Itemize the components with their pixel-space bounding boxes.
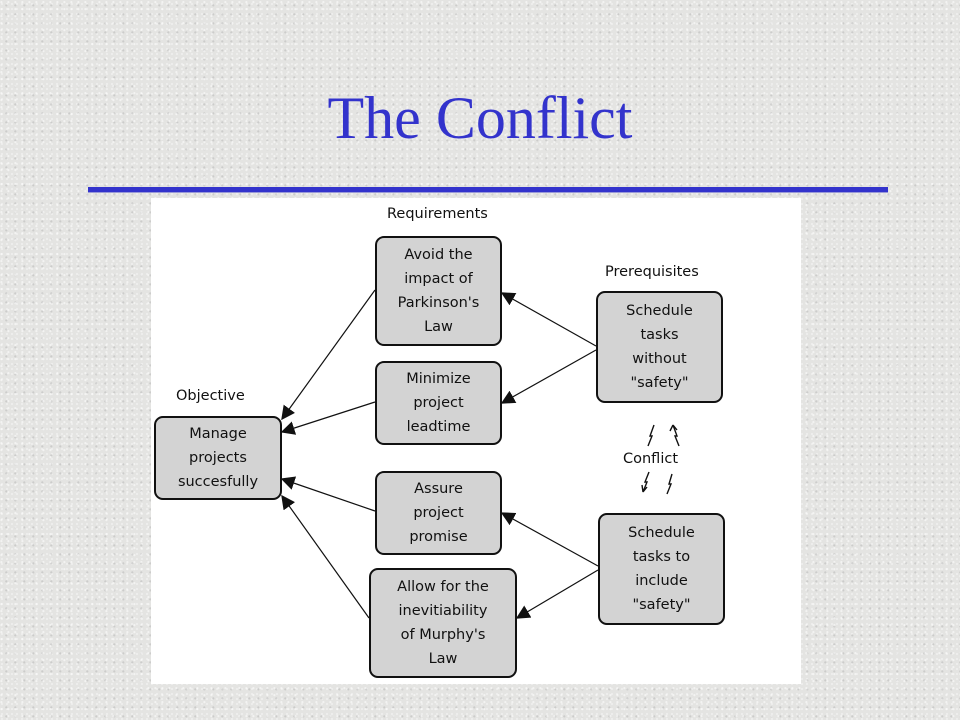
arrow-include-safety-to-murphy	[515, 569, 599, 619]
objective-label: Objective	[176, 388, 245, 404]
conflict-diagram: Requirements Prerequisites Objective Con…	[151, 198, 801, 684]
arrow-leadtime-to-objective	[280, 401, 376, 435]
arrow-promise-to-objective	[280, 476, 376, 512]
conflict-zigzag-top-right	[669, 424, 680, 447]
arrow-without-safety-to-parkinson	[500, 292, 597, 347]
objective-box: Manage projects succesfully	[154, 416, 282, 500]
diagram-arrows	[280, 289, 680, 619]
conflict-zigzags	[641, 424, 680, 495]
slide-title: The Conflict	[327, 85, 633, 151]
conflict-zigzag-bottom-right	[666, 473, 673, 495]
arrow-parkinson-to-objective	[281, 289, 376, 421]
prerequisite-include-safety-box: Schedule tasks to include "safety"	[598, 513, 725, 625]
arrow-include-safety-to-promise	[500, 512, 599, 567]
conflict-label: Conflict	[623, 451, 679, 467]
requirement-leadtime-box: Minimize project leadtime	[375, 361, 502, 445]
arrow-murphy-to-objective	[281, 494, 370, 619]
title-underline	[88, 187, 888, 193]
prerequisites-label: Prerequisites	[605, 264, 699, 280]
arrow-without-safety-to-leadtime	[500, 349, 597, 404]
conflict-zigzag-bottom-left	[641, 471, 650, 493]
requirement-murphy-box: Allow for the inevitiability of Murphy's…	[369, 568, 517, 678]
requirement-promise-box: Assure project promise	[375, 471, 502, 555]
requirement-parkinson-box: Avoid the impact of Parkinson's Law	[375, 236, 502, 346]
requirements-label: Requirements	[387, 206, 488, 222]
conflict-zigzag-top-left	[647, 424, 655, 447]
prerequisite-without-safety-box: Schedule tasks without "safety"	[596, 291, 723, 403]
